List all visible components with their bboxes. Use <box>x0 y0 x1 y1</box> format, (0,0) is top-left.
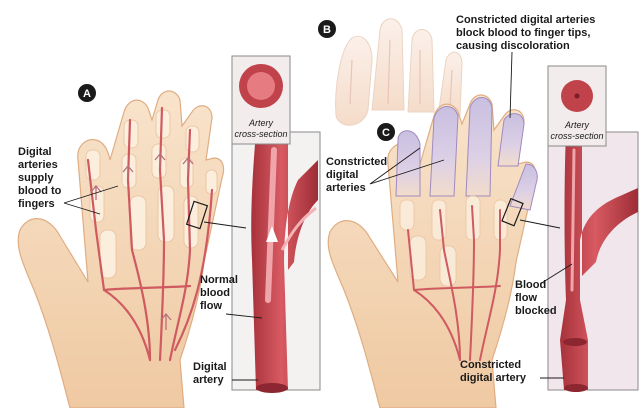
label-blocked-1: Blood <box>515 279 546 291</box>
cross-section-box-c <box>547 65 607 147</box>
label-constricted-2: digital <box>326 169 358 181</box>
label-blocked-3: blocked <box>515 305 557 317</box>
cross-section-label-c-1: Artery <box>564 120 590 130</box>
label-flow-2: blood <box>200 287 230 299</box>
artery-enlarged-a <box>251 132 318 393</box>
badge-a-text: A <box>83 88 91 100</box>
badge-b-text: B <box>323 24 331 36</box>
cross-section-label-a-2: cross-section <box>234 129 287 139</box>
hand-c <box>327 94 561 408</box>
badge-c-text: C <box>382 127 390 139</box>
label-supply-1: Digital <box>18 146 52 158</box>
panel-c: Artery cross-section C Constricted digit… <box>326 14 639 408</box>
artery-enlarged-c <box>560 132 638 392</box>
cross-section-label-c-2: cross-section <box>550 131 603 141</box>
label-blocked-2: flow <box>515 292 537 304</box>
badge-c <box>377 123 395 141</box>
zoom-box-a <box>185 200 209 230</box>
label-top-1: Constricted digital arteries <box>456 14 595 26</box>
label-top-3: causing discoloration <box>456 40 570 52</box>
label-artery-a-1: Digital <box>193 361 227 373</box>
label-artery-a-2: artery <box>193 374 224 386</box>
label-flow-1: Normal <box>200 274 238 286</box>
label-top-2: block blood to finger tips, <box>456 27 590 39</box>
panel-b: B <box>318 18 463 126</box>
label-artery-c-2: digital artery <box>460 372 527 384</box>
panel-a: Artery cross-section A Digital arteries … <box>17 55 321 408</box>
label-supply-2: arteries <box>18 159 58 171</box>
badge-b <box>318 20 336 38</box>
label-supply-4: blood to <box>18 185 62 197</box>
cross-section-label-a-1: Artery <box>248 118 274 128</box>
label-flow-3: flow <box>200 300 222 312</box>
label-supply-3: supply <box>18 172 54 184</box>
label-artery-c-1: Constricted <box>460 359 521 371</box>
label-constricted-3: arteries <box>326 182 366 194</box>
label-supply-5: fingers <box>18 198 55 210</box>
zoom-box-c <box>501 197 524 227</box>
hand-a <box>17 90 247 408</box>
label-constricted-1: Constricted <box>326 156 387 168</box>
badge-a <box>78 84 96 102</box>
